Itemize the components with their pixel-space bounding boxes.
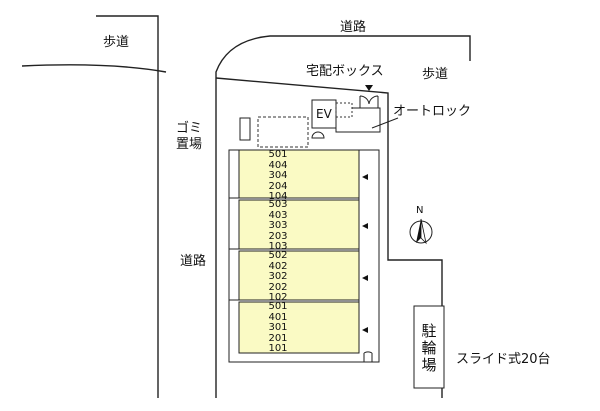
sidewalk-left-label: 歩道: [103, 35, 130, 50]
unit-number: 302: [268, 271, 288, 283]
unit-number: 103: [268, 241, 288, 253]
unit-column: 503 403 303 203 103: [258, 199, 298, 253]
garbage-box: [239, 117, 251, 141]
unit-block: [238, 149, 360, 199]
road-left-label: 道路: [180, 254, 207, 269]
north-label: N: [416, 205, 424, 216]
unit-number: 201: [268, 332, 288, 344]
elevator-label: EV: [316, 107, 332, 121]
left-road-boundary: [96, 15, 159, 398]
unit-number: 501: [268, 149, 288, 160]
inner-door-icon: [311, 131, 325, 139]
unit-block: [238, 199, 360, 250]
unit-number: 101: [268, 343, 288, 355]
unit-number: 401: [268, 311, 288, 323]
unit-number: 501: [268, 301, 288, 312]
unit-block: [238, 250, 360, 301]
unit-column: 502 402 302 202 102: [258, 250, 298, 304]
autolock-label: オートロック: [393, 104, 472, 119]
unit-number: 502: [268, 250, 288, 261]
corridor-arrow-icon: [362, 275, 368, 281]
garbage-label: ゴミ置場: [176, 121, 203, 152]
entrance-hall: [257, 116, 309, 148]
unit-column: 501 401 301 201 101: [258, 301, 298, 355]
elevator-box: [311, 99, 337, 129]
parcel-box-area: [335, 102, 353, 118]
unit-number: 203: [268, 230, 288, 242]
unit-number: 104: [268, 191, 288, 203]
unit-number: 304: [268, 170, 288, 182]
unit-number: 202: [268, 281, 288, 293]
unit-number: 503: [268, 199, 288, 210]
unit-number: 403: [268, 209, 288, 221]
top-sidewalk-edge: [21, 64, 167, 73]
bicycle-note-label: スライド式20台: [456, 352, 551, 367]
unit-number: 404: [268, 159, 288, 171]
unit-column: 501 404 304 204 104: [258, 149, 298, 203]
entrance-arrow-icon: [365, 85, 373, 91]
unit-block: [238, 301, 360, 354]
entrance-door-icon: [359, 95, 379, 108]
parcel-box-label: 宅配ボックス: [306, 64, 384, 79]
site-curb: [215, 35, 471, 398]
unit-number: 402: [268, 260, 288, 272]
road-top-label: 道路: [340, 20, 367, 35]
corridor-arrow-icon: [362, 174, 368, 180]
corridor-arrow-icon: [362, 223, 368, 229]
sidewalk-right-label: 歩道: [422, 67, 449, 82]
bicycle-parking-box: [413, 305, 445, 389]
unit-number: 303: [268, 220, 288, 232]
unit-number: 204: [268, 180, 288, 192]
bicycle-parking-label: 駐輪場: [421, 322, 437, 374]
unit-number: 301: [268, 322, 288, 334]
bottom-door-icon: [363, 351, 373, 362]
corridor-arrow-icon: [362, 327, 368, 333]
unit-number: 102: [268, 292, 288, 304]
autolock-zone: [335, 107, 381, 133]
